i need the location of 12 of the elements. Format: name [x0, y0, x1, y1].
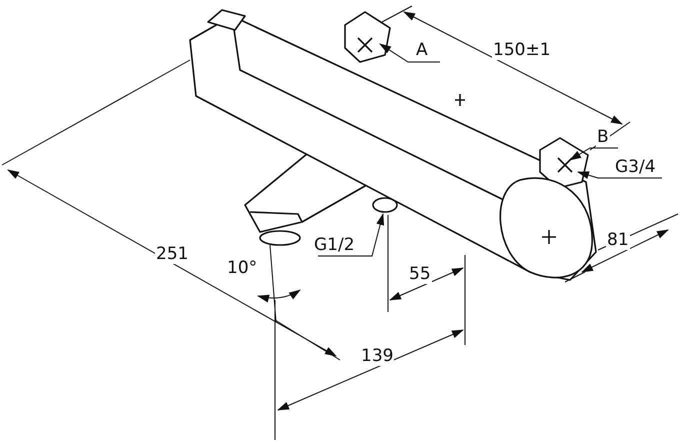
leader-line — [379, 43, 440, 62]
callout-label: B — [596, 127, 610, 147]
callout-label: G1/2 — [313, 235, 356, 255]
leader-line — [318, 213, 384, 256]
dimension-label: 150±1 — [492, 40, 552, 60]
dimension-label: 55 — [408, 264, 432, 284]
dimension-label: 251 — [155, 244, 190, 264]
leader-line — [569, 148, 618, 161]
leader-line — [577, 171, 662, 179]
dimension-label: 139 — [360, 346, 394, 366]
dimension-label: 81 — [606, 230, 630, 250]
callout-label: G3/4 — [614, 157, 657, 177]
